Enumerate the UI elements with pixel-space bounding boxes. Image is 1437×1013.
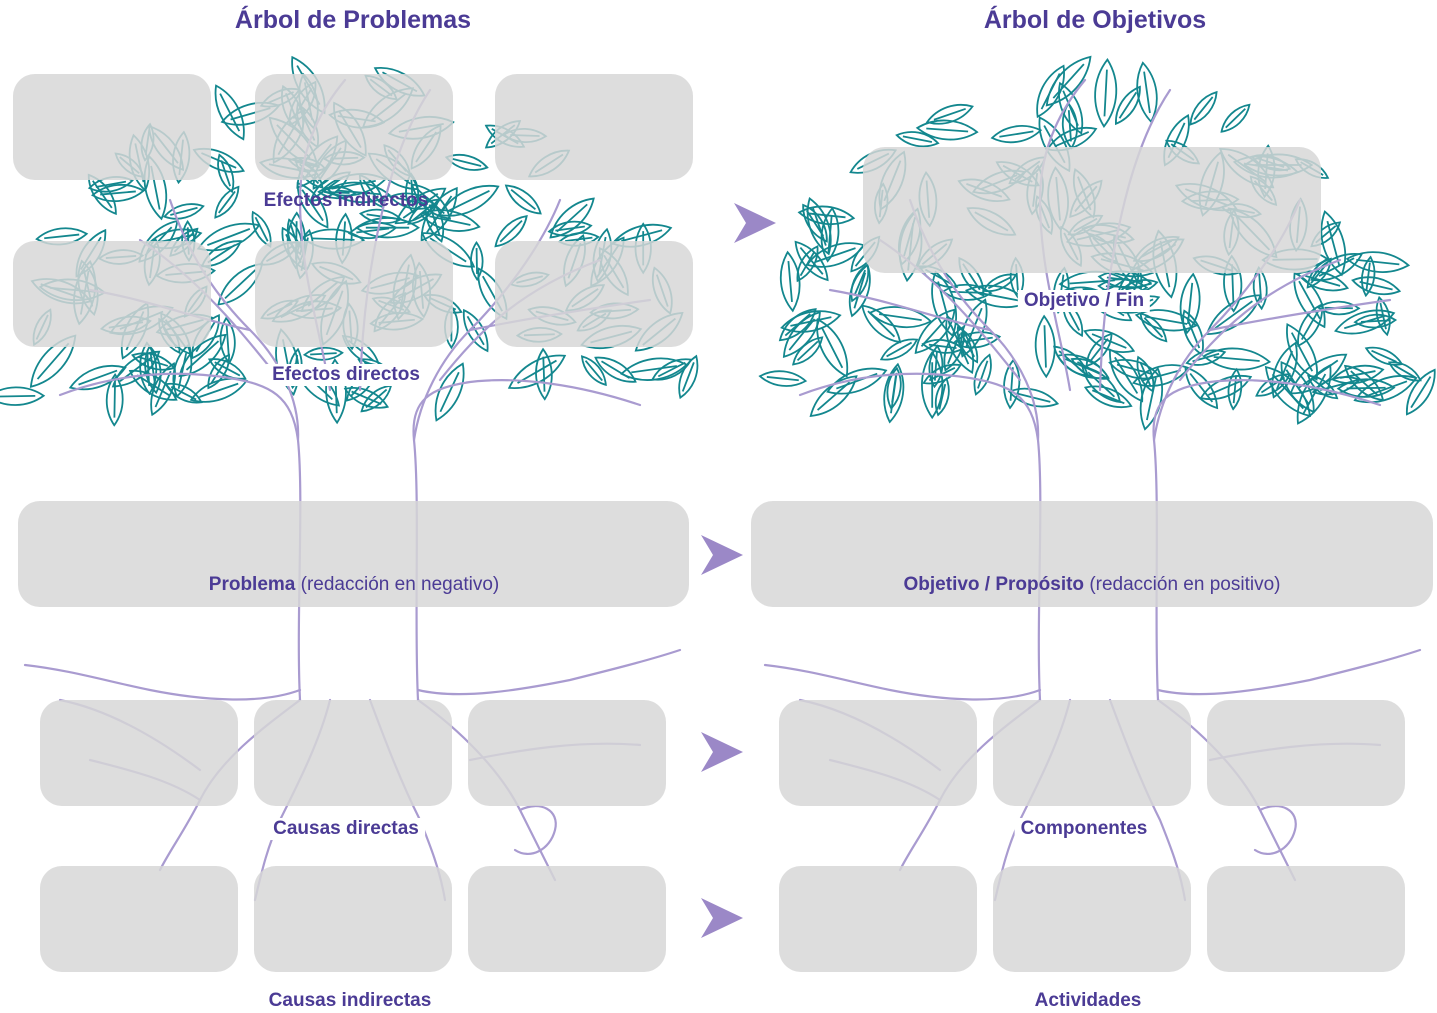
- leaf-icon: [502, 180, 545, 219]
- components-label: Componentes: [1015, 818, 1154, 840]
- leaf-icon: [504, 347, 570, 397]
- leaf-icon: [1035, 316, 1056, 377]
- leaf-icon: [210, 183, 243, 221]
- leaf-icon: [778, 251, 802, 311]
- activity-box-1[interactable]: [779, 866, 977, 972]
- leaf-icon: [804, 369, 862, 423]
- leaf-icon: [1198, 369, 1255, 406]
- leaf-icon: [1185, 88, 1221, 129]
- leaf-icon: [0, 387, 44, 406]
- leaf-icon: [163, 200, 205, 223]
- objective-end-label: Objetivo / Fin: [1018, 290, 1150, 312]
- arrow-icon: [697, 728, 745, 776]
- leaf-icon: [358, 381, 396, 416]
- objective-purpose-label-note: (redacción en positivo): [1089, 574, 1280, 595]
- indirect-effect-box-3[interactable]: [495, 74, 693, 180]
- activity-box-2[interactable]: [993, 866, 1191, 972]
- leaf-icon: [1265, 340, 1304, 401]
- leaf-icon: [1400, 366, 1437, 419]
- leaf-icon: [1093, 59, 1118, 127]
- leaf-icon: [1136, 309, 1171, 345]
- indirect-effect-box-2[interactable]: [255, 74, 453, 180]
- arrow-icon: [730, 199, 778, 247]
- direct-cause-box-1[interactable]: [40, 700, 238, 806]
- leaf-icon: [163, 379, 204, 408]
- leaf-icon: [789, 333, 827, 369]
- leaf-icon: [759, 369, 806, 388]
- arrow-icon: [697, 894, 745, 942]
- activities-label: Actividades: [1029, 990, 1148, 1012]
- leaf-icon: [991, 123, 1042, 146]
- direct-causes-label: Causas directas: [267, 818, 425, 840]
- problem-label: Problema (redacción en negativo): [203, 574, 505, 596]
- leaf-icon: [203, 352, 234, 392]
- direct-cause-box-2[interactable]: [254, 700, 452, 806]
- leaf-icon: [1252, 267, 1268, 309]
- direct-effect-box-2[interactable]: [255, 241, 453, 347]
- leaf-icon: [1292, 301, 1329, 350]
- objective-end-box[interactable]: [863, 147, 1321, 273]
- indirect-causes-label: Causas indirectas: [263, 990, 438, 1012]
- leaf-icon: [801, 195, 838, 256]
- leaf-icon: [1217, 100, 1253, 136]
- problem-label-note: (redacción en negativo): [301, 574, 500, 595]
- direct-effect-box-3[interactable]: [495, 241, 693, 347]
- leaf-icon: [458, 307, 494, 355]
- leaf-icon: [471, 242, 483, 279]
- indirect-effects-label: Efectos indirectos: [258, 190, 435, 212]
- problem-label-bold: Problema: [209, 574, 296, 595]
- indirect-cause-box-2[interactable]: [254, 866, 452, 972]
- leaf-icon: [1351, 273, 1401, 299]
- direct-cause-box-3[interactable]: [468, 700, 666, 806]
- leaf-icon: [925, 99, 975, 129]
- activity-box-3[interactable]: [1207, 866, 1405, 972]
- indirect-cause-box-3[interactable]: [468, 866, 666, 972]
- indirect-effect-box-1[interactable]: [13, 74, 211, 180]
- leaf-icon: [809, 315, 856, 381]
- component-box-2[interactable]: [993, 700, 1191, 806]
- direct-effects-label: Efectos directos: [266, 364, 426, 386]
- component-box-3[interactable]: [1207, 700, 1405, 806]
- arrow-icon: [697, 531, 745, 579]
- objective-purpose-label-bold: Objetivo / Propósito: [904, 574, 1085, 595]
- direct-effect-box-1[interactable]: [13, 241, 211, 347]
- component-box-1[interactable]: [779, 700, 977, 806]
- objective-purpose-label: Objetivo / Propósito (redacción en posit…: [898, 574, 1287, 596]
- leaf-icon: [208, 81, 252, 143]
- indirect-cause-box-1[interactable]: [40, 866, 238, 972]
